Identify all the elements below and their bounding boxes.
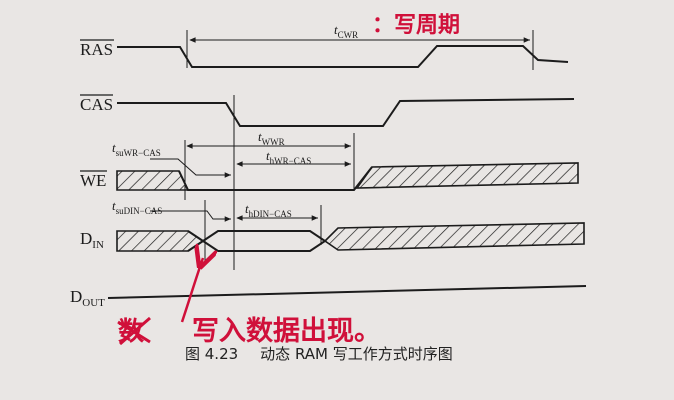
cas-waveform [117, 98, 575, 127]
cas-label: CAS [80, 95, 113, 114]
handwritten-notes: ：写周期 数 写入数据出现。 [117, 13, 460, 347]
figure-number: 图 4.23 [185, 345, 239, 363]
t-cwr-label: tCWR [334, 22, 358, 40]
we-hatch-right [355, 162, 579, 189]
din-valid-window [187, 230, 327, 252]
timing-arrows [150, 37, 530, 222]
we-label: WE [80, 171, 106, 190]
t-sudin-label: tsuDIN−CAS [112, 198, 162, 216]
figure-title: 动态 RAM 写工作方式时序图 [260, 345, 453, 363]
din-label: DIN [80, 229, 104, 251]
we-hatch-left [116, 170, 190, 191]
waveforms [107, 45, 587, 299]
top-handwritten-note: ：写周期 [372, 13, 460, 38]
t-hdin-label: thDIN−CAS [245, 201, 292, 219]
we-waveform [178, 166, 373, 191]
dout-label: DOUT [70, 287, 105, 309]
figure-caption: 图 4.23 动态 RAM 写工作方式时序图 [185, 343, 453, 364]
red-pointer-arrow [180, 258, 203, 323]
bottom-handwritten-note: 写入数据出现。 [192, 316, 381, 347]
ras-label: RAS [80, 40, 113, 59]
t-hwr-label: thWR−CAS [266, 148, 311, 166]
din-hatch-right [323, 222, 585, 251]
t-wwr-label: tWWR [258, 129, 285, 147]
ras-waveform [117, 45, 569, 68]
t-suwr-label: tsuWR−CAS [112, 140, 161, 158]
t-sudin-arrow [150, 210, 231, 222]
dout-waveform [107, 285, 587, 299]
t-suwr-arrow [150, 158, 231, 178]
signal-labels: RAS CAS WE DIN DOUT [70, 39, 114, 309]
timing-labels: tCWR tWWR thWR−CAS tsuWR−CAS tsuDIN−CAS … [112, 22, 358, 219]
scribble-strike-2 [119, 316, 151, 346]
din-hatch-left [116, 230, 205, 252]
